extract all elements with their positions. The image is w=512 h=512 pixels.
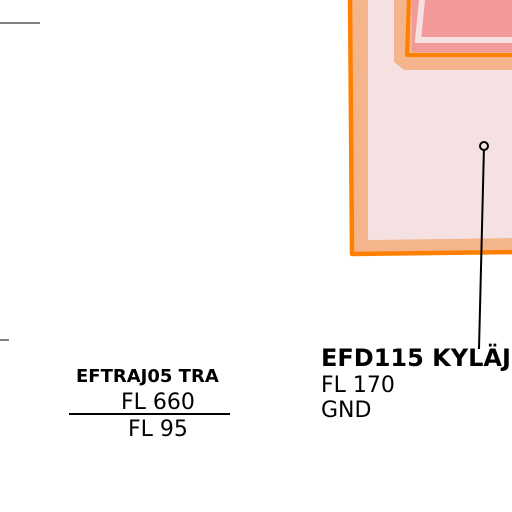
- inner-fill: [412, 0, 512, 52]
- upper-limit-eftraj05: FL 660: [121, 390, 195, 415]
- area-label-eftraj05: EFTRAJ05 TRA: [76, 366, 219, 387]
- upper-limit-efd115: FL 170: [321, 373, 395, 398]
- leader-line: [478, 145, 485, 350]
- lower-limit-efd115: GND: [321, 398, 372, 423]
- lower-limit-eftraj05: FL 95: [128, 417, 188, 442]
- inner-border: [405, 0, 512, 57]
- area-border: [347, 0, 512, 257]
- airspace-area-inner[interactable]: [394, 0, 512, 70]
- inner-edge: [414, 0, 512, 43]
- label-anchor-point[interactable]: [479, 141, 489, 151]
- area-label-efd115: EFD115 KYLÄJ: [321, 344, 511, 372]
